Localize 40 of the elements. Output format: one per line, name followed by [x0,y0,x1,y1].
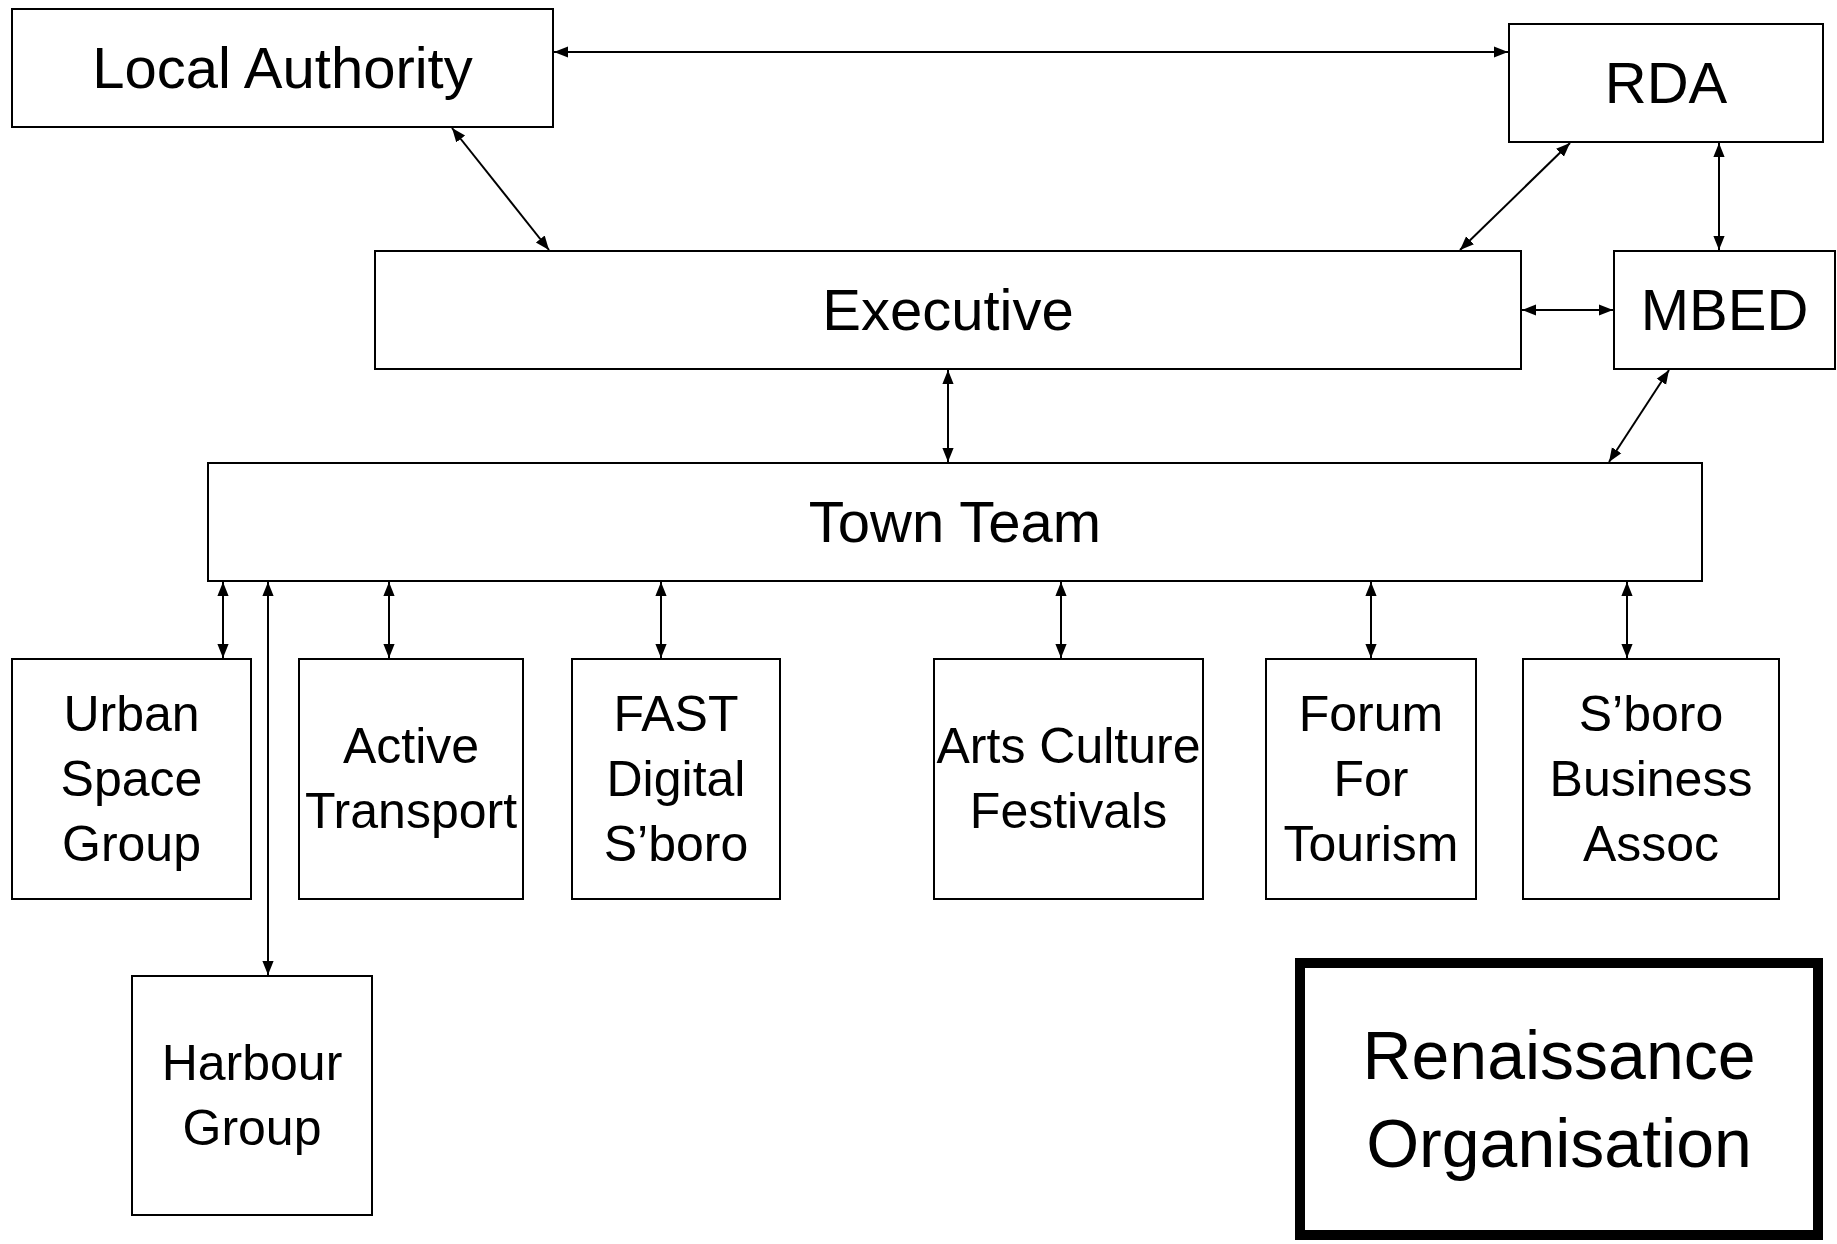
double-arrow [217,581,229,659]
node-label: Local Authority [92,34,473,103]
double-arrow [942,369,954,463]
group-box [1265,658,1477,900]
double-arrow [1608,369,1670,463]
node-label: Harbour Group [160,1033,344,1158]
entity-box [1613,250,1836,370]
double-arrow [383,581,395,659]
entity-box [1508,23,1824,143]
node-label: FAST Digital S’boro [602,684,750,874]
node-label: MBED [1640,276,1809,345]
node-label: Forum For Tourism [1282,684,1460,874]
double-arrow [1055,581,1067,659]
node-label: Executive [822,276,1074,345]
node-label: Arts Culture Festivals [935,717,1202,841]
double-arrow [1459,142,1571,251]
node-label: Renaissance Organisation [1361,1015,1757,1183]
group-box [298,658,524,900]
node-label: Town Team [808,488,1102,557]
title-box [1295,958,1823,1240]
node-label: Urban Space Group [59,684,204,874]
group-box [131,975,373,1216]
entity-box [207,462,1703,582]
double-arrow [1621,581,1633,659]
entity-box [11,8,554,128]
node-label: RDA [1604,49,1728,118]
entity-box [374,250,1522,370]
group-box [1522,658,1780,900]
group-box [933,658,1204,900]
node-label: Active Transport [303,717,519,841]
double-arrow [553,46,1509,58]
double-arrow [1521,304,1614,316]
node-label: S’boro Business Assoc [1548,684,1754,874]
double-arrow [451,127,550,251]
double-arrow [655,581,667,659]
group-box [11,658,252,900]
double-arrow [262,581,274,976]
double-arrow [1365,581,1377,659]
group-box [571,658,781,900]
double-arrow [1713,142,1725,251]
